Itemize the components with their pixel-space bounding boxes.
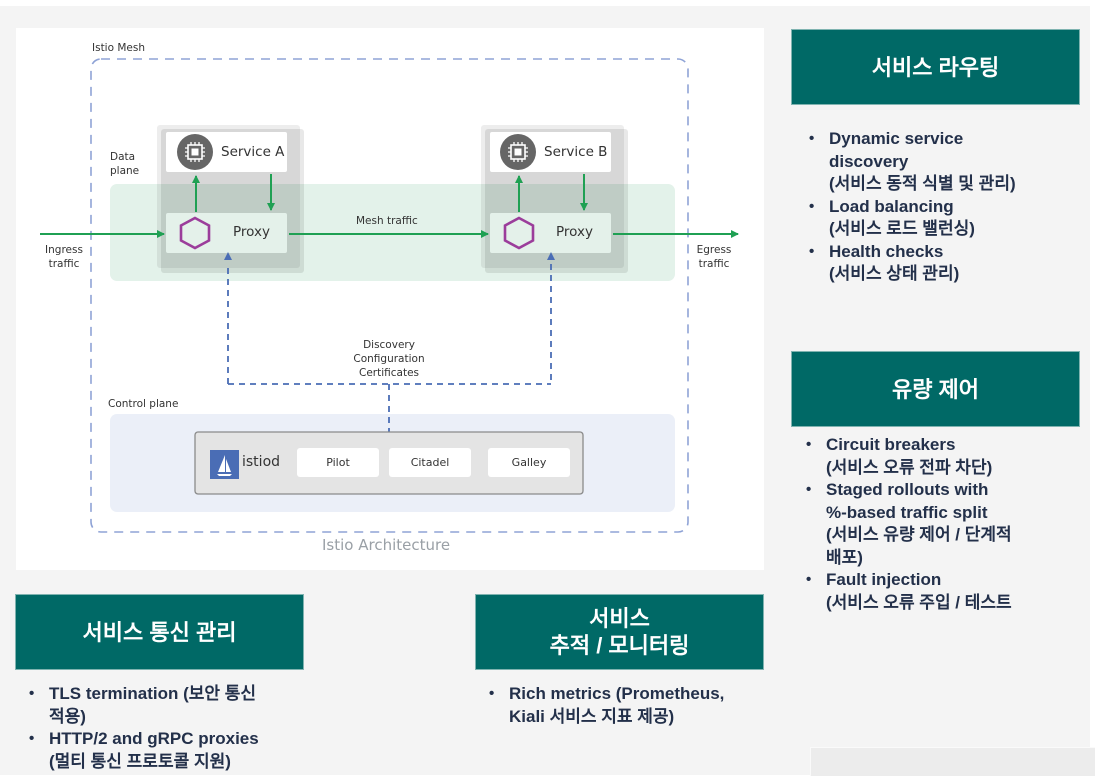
pilot-component: Pilot <box>297 448 379 477</box>
control-plane-label: Control plane <box>108 398 179 410</box>
chip-icon <box>177 134 213 170</box>
bullet-line: (서비스 유량 제어 / 단계적 <box>826 525 1012 544</box>
list-item: Staged rollouts with %-based traffic spl… <box>806 479 1081 569</box>
corner-panel <box>810 747 1095 776</box>
monitoring-card-title-line: 서비스 <box>589 606 650 631</box>
egress-label-line: Egress <box>696 244 732 256</box>
bullet-line: (서비스 오류 주입 / 테스트 <box>826 592 1012 612</box>
bullet-line: (서비스 로드 밸런싱) <box>829 219 975 238</box>
list-item: Dynamic service discovery (서비스 동적 식별 및 관… <box>809 128 1079 196</box>
traffic-bullet-list: Circuit breakers (서비스 오류 전파 차단) Staged r… <box>806 434 1081 614</box>
bullet-line: Health checks <box>829 241 944 261</box>
bullet-line: HTTP/2 and gRPC proxies <box>49 729 259 748</box>
citadel-component: Citadel <box>389 448 471 477</box>
egress-label: Egress traffic <box>692 243 736 271</box>
data-plane-label-line: plane <box>110 165 140 177</box>
control-flow-label-line: Discovery <box>363 339 415 351</box>
bullet-line: Rich metrics (Prometheus, <box>509 684 725 703</box>
proxy-b-label: Proxy <box>556 224 593 240</box>
traffic-card-title: 유량 제어 <box>891 376 980 402</box>
mesh-traffic-label: Mesh traffic <box>356 215 418 227</box>
control-arrowhead-b <box>547 252 555 260</box>
communication-card-title: 서비스 통신 관리 <box>82 619 237 645</box>
monitoring-card-title-line: 추적 / 모니터링 <box>549 633 690 658</box>
communication-card-header: 서비스 통신 관리 <box>15 594 304 670</box>
list-item: TLS termination (보안 통신 적용) <box>29 683 309 728</box>
diagram-caption: Istio Architecture <box>322 536 451 554</box>
bullet-line: discovery <box>829 151 909 171</box>
bullet-line: %-based traffic split <box>826 502 988 522</box>
data-plane-label: Data plane <box>110 150 139 178</box>
routing-card-title: 서비스 라우팅 <box>871 54 1000 80</box>
monitoring-bullet-list: Rich metrics (Prometheus, Kiali 서비스 지표 제… <box>489 683 769 728</box>
egress-label-line: traffic <box>698 258 730 270</box>
proxy-a-label: Proxy <box>233 224 270 240</box>
bullet-line: (서비스 오류 전파 차단) <box>826 457 993 477</box>
communication-bullet-list: TLS termination (보안 통신 적용) HTTP/2 and gR… <box>29 683 309 773</box>
traffic-card-header: 유량 제어 <box>791 351 1080 427</box>
bullet-line: (서비스 상태 관리) <box>829 264 960 283</box>
routing-card-header: 서비스 라우팅 <box>791 29 1080 105</box>
mesh-boundary <box>90 58 689 533</box>
bullet-line: Load balancing <box>829 196 954 216</box>
sailboat-icon <box>210 450 239 479</box>
bullet-line: 배포) <box>826 547 863 567</box>
control-flow-label-line: Configuration <box>353 353 425 365</box>
bullet-line: Fault injection <box>826 570 942 589</box>
service-a-label: Service A <box>221 144 285 160</box>
bullet-line: 적용) <box>49 706 86 726</box>
chip-icon <box>500 134 536 170</box>
list-item: Load balancing (서비스 로드 밸런싱) <box>809 196 1079 241</box>
ingress-label-line: traffic <box>48 258 80 270</box>
bullet-line: Kiali 서비스 지표 제공) <box>509 706 675 726</box>
list-item: HTTP/2 and gRPC proxies (멀티 통신 프로토콜 지원) <box>29 728 309 773</box>
monitoring-card-header: 서비스 추적 / 모니터링 <box>475 594 764 670</box>
bullet-line: Staged rollouts with <box>826 480 989 499</box>
list-item: Rich metrics (Prometheus, Kiali 서비스 지표 제… <box>489 683 769 728</box>
control-flow-label: Discovery Configuration Certificates <box>336 338 442 380</box>
list-item: Health checks (서비스 상태 관리) <box>809 241 1079 286</box>
bullet-line: TLS termination (보안 통신 <box>49 684 257 703</box>
galley-component: Galley <box>488 448 570 477</box>
control-flow-label-line: Certificates <box>358 367 419 379</box>
mesh-label: Istio Mesh <box>92 42 146 54</box>
bullet-line: (멀티 통신 프로토콜 지원) <box>49 751 231 771</box>
service-b-label: Service B <box>544 144 608 160</box>
ingress-label: Ingress traffic <box>42 243 86 271</box>
bullet-line: Dynamic service <box>829 129 964 148</box>
control-flow-connector <box>227 264 552 432</box>
istio-architecture-diagram: Istio Mesh Data plane Service A Service … <box>16 28 764 570</box>
routing-bullet-list: Dynamic service discovery (서비스 동적 식별 및 관… <box>809 128 1079 286</box>
list-item: Fault injection (서비스 오류 주입 / 테스트 <box>806 569 1081 614</box>
hexagon-icon <box>503 216 535 250</box>
ingress-label-line: Ingress <box>45 244 83 256</box>
data-plane-region <box>110 184 675 281</box>
diagram-canvas <box>40 58 739 533</box>
istiod-label: istiod <box>242 454 281 470</box>
bullet-line: Circuit breakers <box>826 435 956 454</box>
bullet-line: (서비스 동적 식별 및 관리) <box>829 174 1016 193</box>
data-plane-label-line: Data <box>110 151 136 163</box>
hexagon-icon <box>179 216 211 250</box>
list-item: Circuit breakers (서비스 오류 전파 차단) <box>806 434 1081 479</box>
control-arrowhead-a <box>224 252 232 260</box>
